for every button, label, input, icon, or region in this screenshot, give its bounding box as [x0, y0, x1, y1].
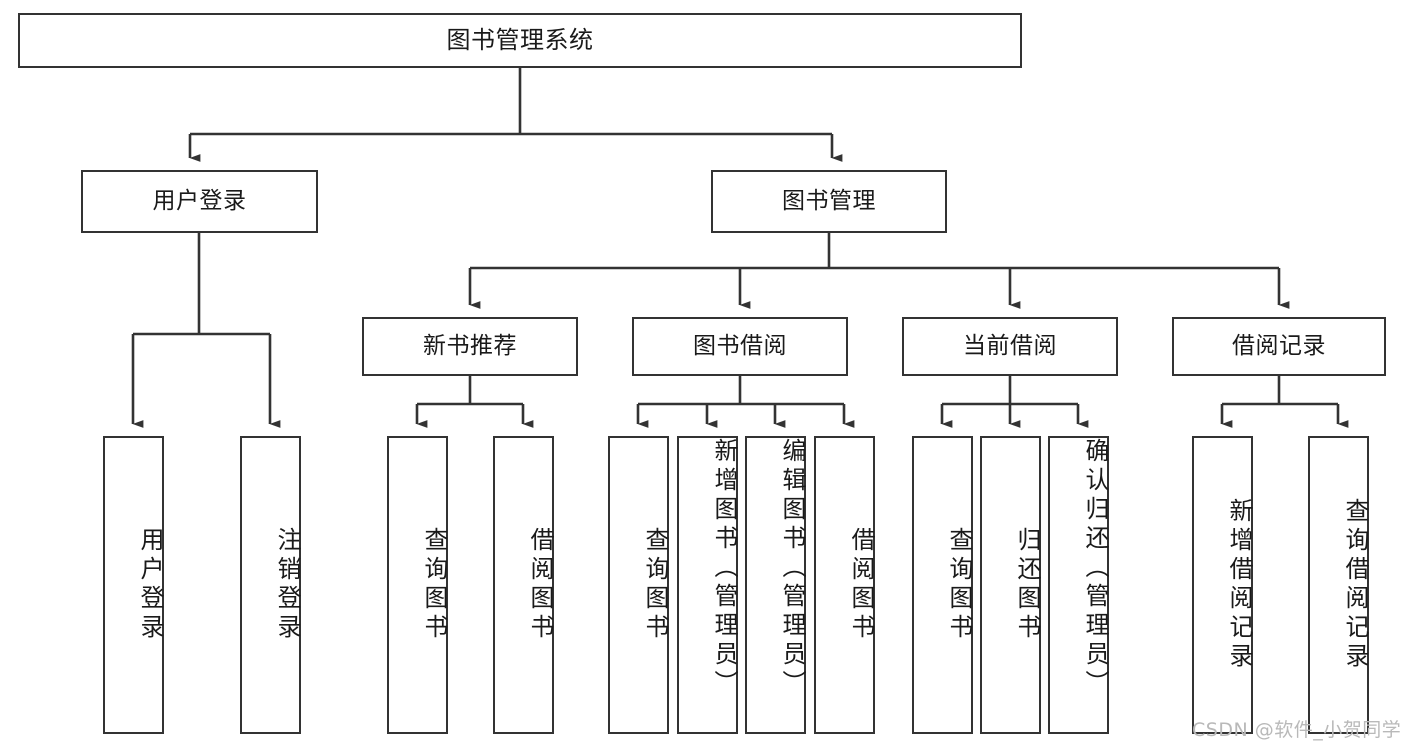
- node-current-borrow[interactable]: 当前借阅: [902, 317, 1118, 376]
- node-label: 编辑图书（管理员）: [778, 438, 806, 699]
- node-label: 图书管理: [782, 187, 876, 214]
- leaf-user-login-logout[interactable]: 注销登录: [240, 436, 301, 734]
- node-label: 借阅图书: [526, 527, 554, 643]
- node-root-book-management-system[interactable]: 图书管理系统: [18, 13, 1022, 68]
- node-label: 借阅图书: [847, 527, 875, 643]
- leaf-book-borrow-borrow-book[interactable]: 借阅图书: [814, 436, 875, 734]
- node-label: 查询图书: [945, 527, 973, 643]
- node-user-login[interactable]: 用户登录: [81, 170, 318, 233]
- leaf-current-borrow-confirm-return-admin[interactable]: 确认归还（管理员）: [1048, 436, 1109, 734]
- leaf-user-login-login[interactable]: 用户登录: [103, 436, 164, 734]
- node-borrow-record[interactable]: 借阅记录: [1172, 317, 1386, 376]
- node-book-management[interactable]: 图书管理: [711, 170, 947, 233]
- node-label: 图书借阅: [693, 332, 787, 359]
- node-label: 查询借阅记录: [1341, 498, 1369, 672]
- node-label: 查询图书: [641, 527, 669, 643]
- leaf-current-borrow-return-book[interactable]: 归还图书: [980, 436, 1041, 734]
- node-book-borrow[interactable]: 图书借阅: [632, 317, 848, 376]
- leaf-borrow-record-add-record[interactable]: 新增借阅记录: [1192, 436, 1253, 734]
- node-label: 新增借阅记录: [1225, 498, 1253, 672]
- leaf-new-book-borrow-book[interactable]: 借阅图书: [493, 436, 554, 734]
- node-new-book-recommend[interactable]: 新书推荐: [362, 317, 578, 376]
- node-label: 新书推荐: [423, 332, 517, 359]
- leaf-book-borrow-add-book-admin[interactable]: 新增图书（管理员）: [677, 436, 738, 734]
- node-label: 归还图书: [1013, 527, 1041, 643]
- node-label: 用户登录: [152, 187, 247, 214]
- node-label: 用户登录: [136, 527, 164, 643]
- leaf-borrow-record-query-record[interactable]: 查询借阅记录: [1308, 436, 1369, 734]
- node-label: 新增图书（管理员）: [710, 438, 738, 699]
- node-label: 确认归还（管理员）: [1081, 438, 1109, 699]
- node-label: 查询图书: [420, 527, 448, 643]
- node-label: 当前借阅: [963, 332, 1057, 359]
- csdn-watermark: CSDN @软件_小贺同学: [1192, 719, 1402, 741]
- leaf-new-book-query-book[interactable]: 查询图书: [387, 436, 448, 734]
- node-label: 注销登录: [273, 527, 301, 643]
- leaf-current-borrow-query-book[interactable]: 查询图书: [912, 436, 973, 734]
- node-label: 借阅记录: [1232, 332, 1326, 359]
- node-label: 图书管理系统: [446, 26, 594, 55]
- leaf-book-borrow-query-book[interactable]: 查询图书: [608, 436, 669, 734]
- leaf-book-borrow-edit-book-admin[interactable]: 编辑图书（管理员）: [745, 436, 806, 734]
